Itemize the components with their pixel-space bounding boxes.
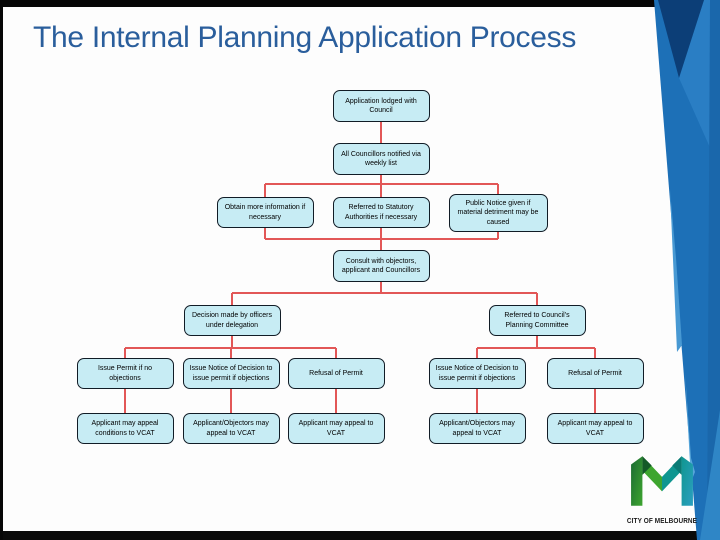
flowchart-box-applicant-appeal-right: Applicant may appeal to VCAT (546, 413, 644, 444)
flowchart-box-refusal-of-permit-left: Refusal of Permit (287, 358, 385, 389)
connector-horizontal-4 (477, 347, 595, 349)
flowchart-box-referred-statutory: Referred to Statutory Authorities if nec… (332, 197, 430, 228)
flowchart-box-refusal-of-permit-right: Refusal of Permit (546, 358, 644, 389)
flowchart-box-application-lodged: Application lodged with Council (332, 90, 430, 122)
flowchart-box-issue-permit-no-objections: Issue Permit if no objections (76, 358, 174, 389)
flowchart-box-notice-of-decision-left: Issue Notice of Decision to issue permit… (182, 358, 280, 389)
connector-vertical-6 (231, 293, 233, 305)
flowchart-box-consult-objectors: Consult with objectors, applicant and Co… (332, 250, 430, 282)
melbourne-m-icon (631, 456, 693, 506)
connector-vertical-7 (536, 293, 538, 305)
logo-caption: CITY OF MELBOURNE (626, 518, 698, 525)
connector-vertical-1 (380, 175, 382, 184)
flowchart-box-councillors-notified: All Councillors notified via weekly list (332, 143, 430, 175)
connector-vertical-9 (536, 336, 538, 348)
left-black-border (0, 0, 3, 540)
city-of-melbourne-logo: CITY OF MELBOURNE (622, 452, 702, 525)
connector-vertical-5 (380, 282, 382, 293)
connector-horizontal-1 (265, 238, 498, 240)
flowchart-box-obtain-information: Obtain more information if necessary (216, 197, 314, 228)
connector-horizontal-0 (265, 183, 498, 185)
blue-ribbon-decoration (654, 0, 720, 540)
connector-vertical-8 (231, 336, 233, 348)
flowchart-box-public-notice: Public Notice given if material detrimen… (448, 194, 548, 232)
page-title: The Internal Planning Application Proces… (33, 21, 577, 54)
flowchart-box-decision-officers: Decision made by officers under delegati… (183, 305, 281, 336)
connector-vertical-0 (380, 122, 382, 143)
bottom-black-bar (0, 531, 720, 540)
flowchart-box-applicant-appeal-left: Applicant may appeal to VCAT (287, 413, 385, 444)
flowchart-box-notice-of-decision-right: Issue Notice of Decision to issue permit… (428, 358, 526, 389)
flowchart-box-applicant-objectors-appeal-right: Applicant/Objectors may appeal to VCAT (428, 413, 526, 444)
flowchart-box-appeal-conditions-vcat: Applicant may appeal conditions to VCAT (76, 413, 174, 444)
connector-horizontal-3 (125, 347, 336, 349)
flowchart-box-referred-committee: Referred to Council’s Planning Committee (488, 305, 586, 336)
connector-horizontal-2 (232, 292, 537, 294)
flowchart-box-applicant-objectors-appeal-left: Applicant/Objectors may appeal to VCAT (182, 413, 280, 444)
top-black-bar (0, 0, 720, 7)
